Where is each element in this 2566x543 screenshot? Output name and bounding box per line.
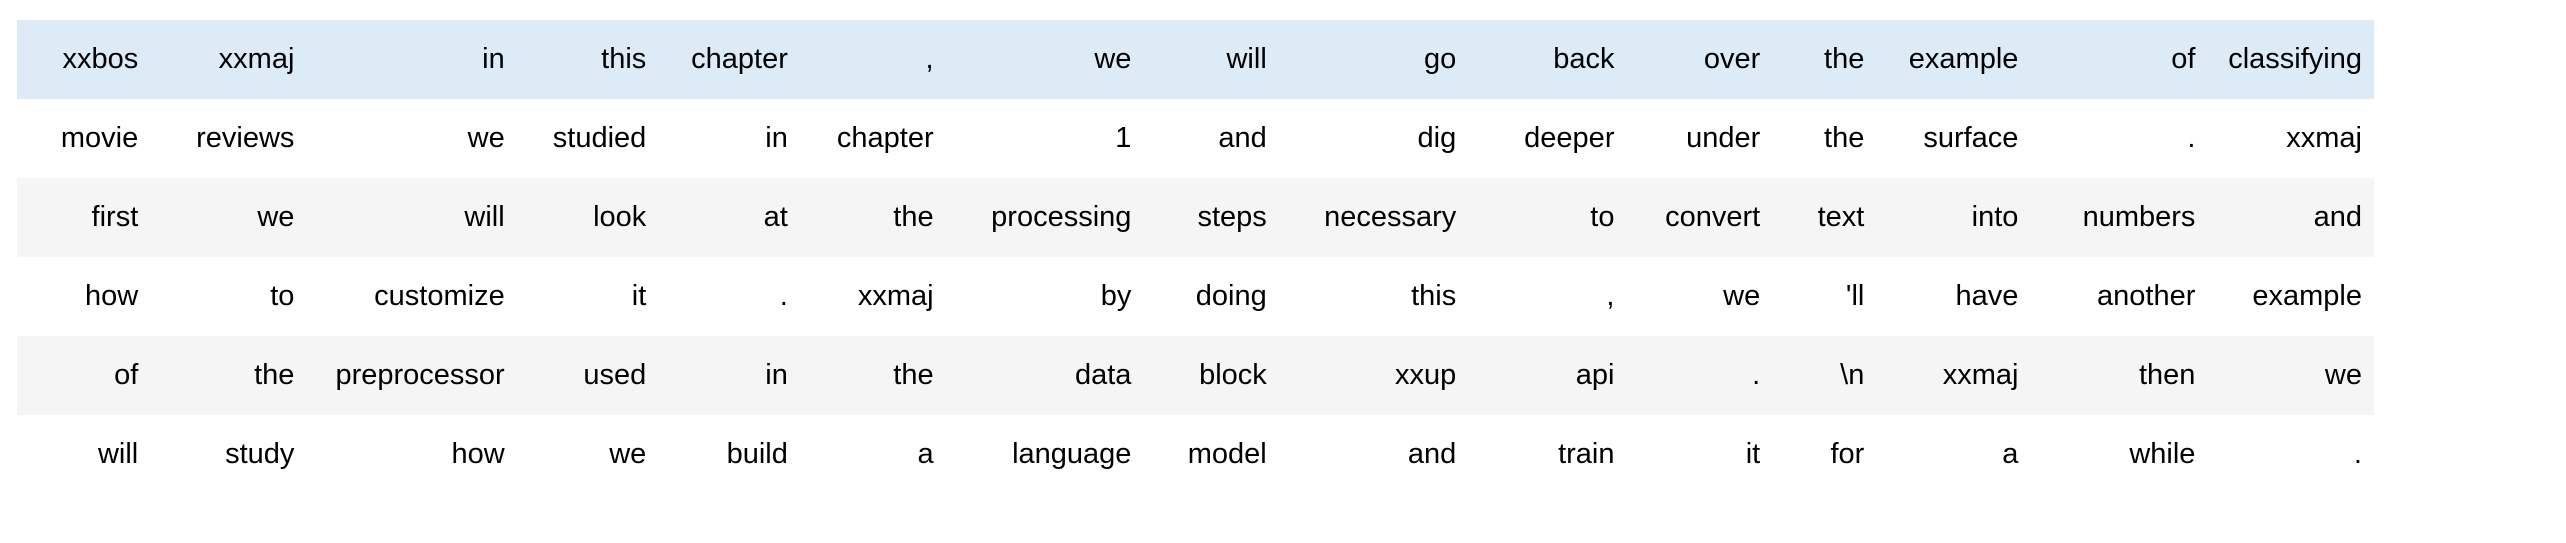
token-cell: chapter	[799, 99, 946, 178]
token-cell: this	[516, 20, 659, 99]
token-cell: xxup	[1278, 336, 1469, 415]
token-cell: the	[1772, 99, 1877, 178]
token-cell: another	[2030, 257, 2208, 336]
token-cell: necessary	[1278, 178, 1469, 257]
token-cell: surface	[1876, 99, 2031, 178]
token-cell: while	[2030, 415, 2208, 494]
token-cell: how	[306, 415, 517, 494]
token-cell: will	[306, 178, 517, 257]
token-cell: then	[2030, 336, 2208, 415]
token-cell: xxbos	[17, 20, 151, 99]
token-cell: it	[1626, 415, 1773, 494]
token-cell: model	[1143, 415, 1279, 494]
token-cell: classifying	[2207, 20, 2374, 99]
token-cell: the	[150, 336, 307, 415]
token-cell: studied	[516, 99, 659, 178]
token-cell: numbers	[2030, 178, 2208, 257]
token-cell: ,	[1468, 257, 1627, 336]
token-cell: data	[945, 336, 1144, 415]
token-cell: \n	[1772, 336, 1877, 415]
token-cell: we	[2207, 336, 2374, 415]
token-cell: to	[1468, 178, 1627, 257]
token-cell: .	[2207, 415, 2374, 494]
token-cell: 1	[945, 99, 1144, 178]
token-cell: xxmaj	[150, 20, 307, 99]
token-cell: and	[2207, 178, 2374, 257]
token-cell: example	[2207, 257, 2374, 336]
token-cell: we	[945, 20, 1144, 99]
token-cell: have	[1876, 257, 2031, 336]
token-cell: go	[1278, 20, 1469, 99]
token-cell: .	[2030, 99, 2208, 178]
token-cell: we	[150, 178, 307, 257]
token-cell: xxmaj	[1876, 336, 2031, 415]
token-cell: of	[2030, 20, 2208, 99]
token-cell: xxmaj	[799, 257, 946, 336]
token-cell: example	[1876, 20, 2031, 99]
token-cell: it	[516, 257, 659, 336]
token-cell: dig	[1278, 99, 1469, 178]
token-cell: api	[1468, 336, 1627, 415]
token-cell: to	[150, 257, 307, 336]
token-cell: ,	[799, 20, 946, 99]
token-cell: we	[1626, 257, 1773, 336]
token-cell: a	[1876, 415, 2031, 494]
token-cell: language	[945, 415, 1144, 494]
token-cell: steps	[1143, 178, 1279, 257]
token-cell: chapter	[658, 20, 800, 99]
token-cell: this	[1278, 257, 1469, 336]
token-cell: into	[1876, 178, 2031, 257]
token-cell: .	[658, 257, 800, 336]
token-cell: and	[1143, 99, 1279, 178]
token-cell: first	[17, 178, 151, 257]
token-cell: back	[1468, 20, 1627, 99]
token-cell: deeper	[1468, 99, 1627, 178]
token-cell: preprocessor	[306, 336, 517, 415]
token-cell: in	[306, 20, 517, 99]
token-cell: of	[17, 336, 151, 415]
token-cell: over	[1626, 20, 1773, 99]
token-cell: block	[1143, 336, 1279, 415]
token-cell: will	[1143, 20, 1279, 99]
token-cell: xxmaj	[2207, 99, 2374, 178]
token-cell: doing	[1143, 257, 1279, 336]
token-cell: the	[1772, 20, 1877, 99]
token-cell: for	[1772, 415, 1877, 494]
token-cell: in	[658, 336, 800, 415]
token-cell: used	[516, 336, 659, 415]
token-cell: processing	[945, 178, 1144, 257]
token-cell: build	[658, 415, 800, 494]
token-cell: train	[1468, 415, 1627, 494]
token-cell: reviews	[150, 99, 307, 178]
token-cell: look	[516, 178, 659, 257]
token-cell: at	[658, 178, 800, 257]
token-cell: a	[799, 415, 946, 494]
token-cell: how	[17, 257, 151, 336]
token-cell: customize	[306, 257, 517, 336]
token-cell: study	[150, 415, 307, 494]
token-cell: and	[1278, 415, 1469, 494]
token-cell: under	[1626, 99, 1773, 178]
token-cell: will	[17, 415, 151, 494]
token-cell: movie	[17, 99, 151, 178]
token-cell: the	[799, 178, 946, 257]
token-cell: 'll	[1772, 257, 1877, 336]
token-cell: by	[945, 257, 1144, 336]
token-cell: .	[1626, 336, 1773, 415]
token-cell: in	[658, 99, 800, 178]
token-cell: we	[516, 415, 659, 494]
token-cell: convert	[1626, 178, 1773, 257]
token-cell: we	[306, 99, 517, 178]
token-cell: text	[1772, 178, 1877, 257]
token-cell: the	[799, 336, 946, 415]
